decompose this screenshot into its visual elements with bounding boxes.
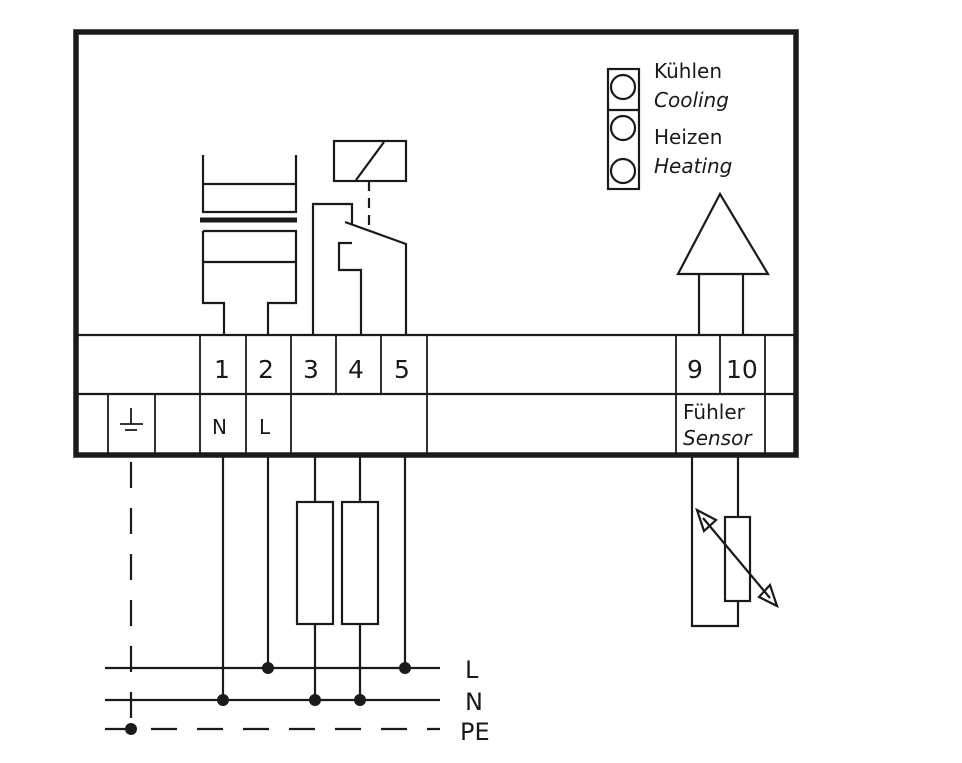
variable-resistance-arrow-icon <box>695 507 779 609</box>
terminal-2-function-label: L <box>259 415 271 439</box>
temperature-sensor-resistor <box>723 515 752 603</box>
external-wiring: L N PE <box>105 455 779 746</box>
rail-l-label: L <box>465 656 479 684</box>
sensor-label-de: Fühler <box>683 400 746 424</box>
terminal-strip: 1 2 3 4 5 9 10 N L Fühler Sensor <box>76 333 796 455</box>
terminal-5-number: 5 <box>394 355 410 384</box>
terminal-9-number: 9 <box>687 355 703 384</box>
sensor-arrow-symbol <box>676 191 770 335</box>
rail-pe-label: PE <box>460 718 490 746</box>
junction-dot <box>217 694 229 706</box>
transformer-symbol <box>200 155 298 335</box>
heating-led-upper-icon <box>609 114 637 142</box>
load-resistor-2 <box>340 500 380 626</box>
terminal-3-number: 3 <box>303 355 319 384</box>
indicator-frame <box>606 67 641 191</box>
relay-symbol <box>311 139 408 335</box>
controller-housing <box>73 29 799 458</box>
heating-led-icon <box>609 157 637 185</box>
terminal-10-number: 10 <box>726 355 758 384</box>
heating-label-de: Heizen <box>654 125 722 149</box>
terminal-1-number: 1 <box>214 355 230 384</box>
junction-dot <box>354 694 366 706</box>
junction-dot <box>399 662 411 674</box>
junction-dot <box>125 723 137 735</box>
sensor-label-en: Sensor <box>683 426 753 450</box>
load-resistor-1 <box>295 500 335 626</box>
junction-dot <box>262 662 274 674</box>
cooling-label-de: Kühlen <box>654 59 722 83</box>
rail-n-label: N <box>465 688 483 716</box>
terminal-1-function-label: N <box>212 415 227 439</box>
cooling-label-en: Cooling <box>654 88 729 112</box>
heating-label-en: Heating <box>654 154 732 178</box>
junction-dot <box>309 694 321 706</box>
earth-ground-icon <box>120 408 143 431</box>
cooling-led-icon <box>609 73 637 101</box>
indicator-panel: Kühlen Cooling Heizen Heating <box>606 59 732 191</box>
terminal-4-number: 4 <box>348 355 364 384</box>
terminal-2-number: 2 <box>258 355 274 384</box>
